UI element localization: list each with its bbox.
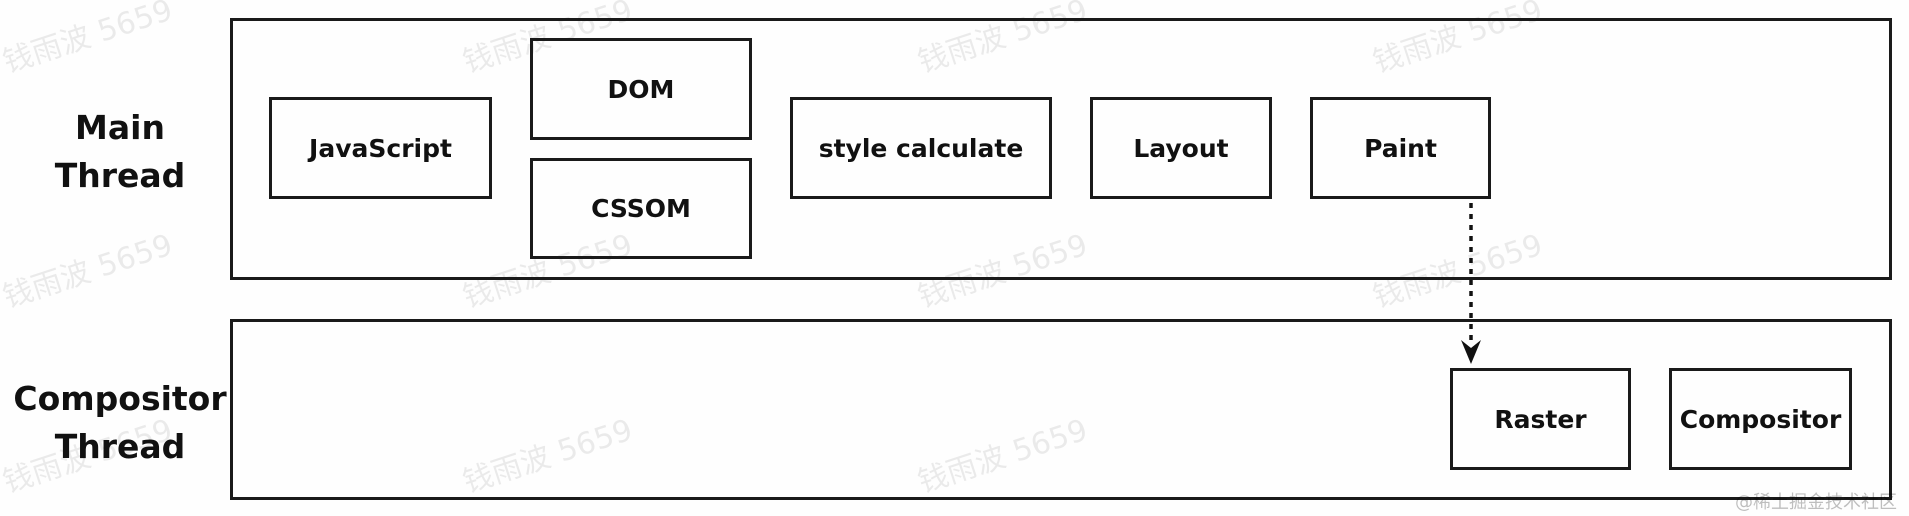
compositor-thread-lane <box>230 319 1892 500</box>
label-line: Thread <box>54 427 186 466</box>
node-style-calculate: style calculate <box>790 97 1052 199</box>
node-javascript: JavaScript <box>269 97 492 199</box>
node-paint: Paint <box>1310 97 1491 199</box>
main-thread-lane <box>230 18 1892 280</box>
main-thread-label: Main Thread <box>20 104 220 200</box>
node-compositor: Compositor <box>1669 368 1852 470</box>
label-line: Thread <box>54 156 186 195</box>
node-cssom: CSSOM <box>530 158 752 259</box>
credit-watermark: @稀土掘金技术社区 <box>1735 492 1897 513</box>
arrowhead-icon <box>1461 340 1481 364</box>
compositor-thread-label: Compositor Thread <box>10 375 230 471</box>
node-dom: DOM <box>530 38 752 140</box>
node-raster: Raster <box>1450 368 1631 470</box>
label-line: Compositor <box>13 379 227 418</box>
label-line: Main <box>75 108 165 147</box>
node-layout: Layout <box>1090 97 1272 199</box>
